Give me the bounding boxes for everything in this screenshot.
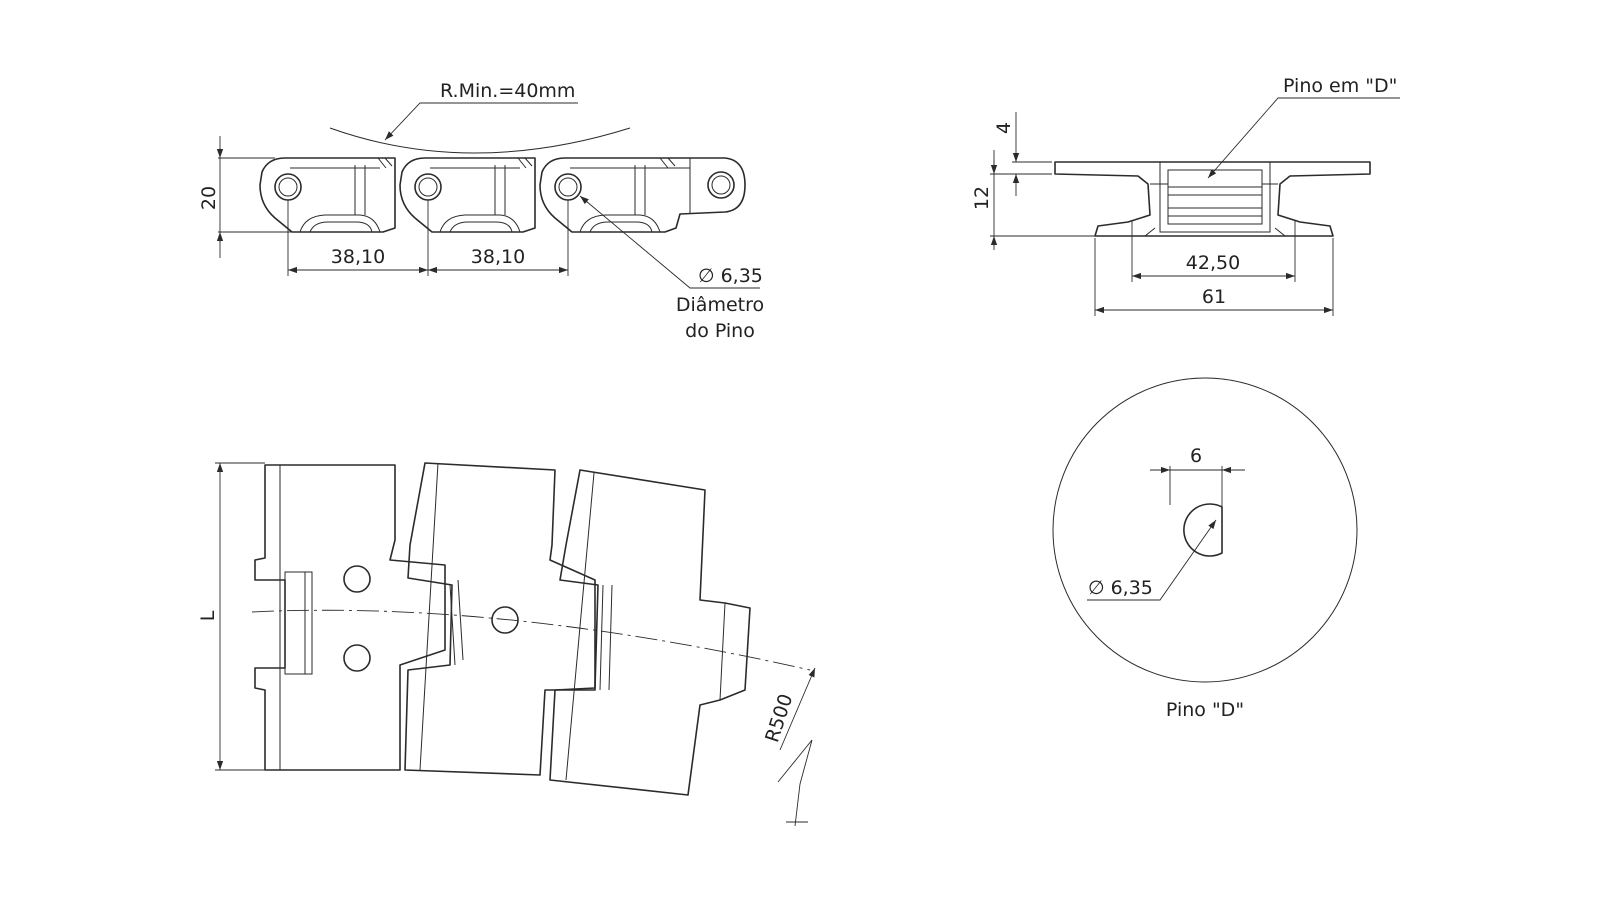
dim-61-label: 61 bbox=[1202, 286, 1226, 308]
r-min-label: R.Min.=40mm bbox=[440, 80, 575, 102]
min-radius-arc bbox=[329, 127, 631, 154]
pin-dia-label: ∅ 6,35 bbox=[698, 265, 763, 287]
dim-L-label: L bbox=[197, 610, 219, 621]
top-link-c bbox=[549, 469, 751, 796]
pin-dia-caption-1: Diâmetro bbox=[676, 294, 764, 316]
top-view: L R500 bbox=[197, 462, 816, 827]
front-top-plate bbox=[1054, 161, 1371, 237]
dim-12-label: 12 bbox=[971, 186, 993, 210]
chain-link-1 bbox=[259, 157, 396, 233]
top-link-a bbox=[254, 464, 446, 771]
top-link-b bbox=[404, 462, 596, 776]
pin-d-detail: 6 ∅ 6,35 Pino "D" bbox=[1052, 377, 1358, 721]
r500-break-line bbox=[777, 739, 813, 827]
detail-circle bbox=[1052, 377, 1358, 683]
front-view: Pino em "D" 4 12 42,50 61 bbox=[971, 75, 1400, 316]
dim-6-label: 6 bbox=[1190, 445, 1202, 467]
d-pin-section bbox=[1183, 503, 1223, 557]
side-view: R.Min.=40mm bbox=[198, 80, 764, 342]
dim-pitch-2: 38,10 bbox=[471, 246, 525, 268]
chain-link-3 bbox=[539, 157, 746, 233]
dim-20-label: 20 bbox=[198, 186, 220, 210]
pino-d-caption: Pino "D" bbox=[1166, 699, 1244, 721]
pin-dia-caption-2: do Pino bbox=[685, 320, 755, 342]
dim-R500-label: R500 bbox=[761, 691, 797, 745]
dim-4-label: 4 bbox=[993, 122, 1015, 134]
pino-em-d-label: Pino em "D" bbox=[1283, 75, 1397, 97]
dim-pitch-1: 38,10 bbox=[331, 246, 385, 268]
chain-link-2 bbox=[399, 157, 536, 233]
pin-d-dia-label: ∅ 6,35 bbox=[1088, 577, 1153, 599]
dim-42-50-label: 42,50 bbox=[1186, 252, 1240, 274]
centre-line-arc bbox=[251, 609, 811, 671]
r-min-leader bbox=[384, 102, 578, 141]
